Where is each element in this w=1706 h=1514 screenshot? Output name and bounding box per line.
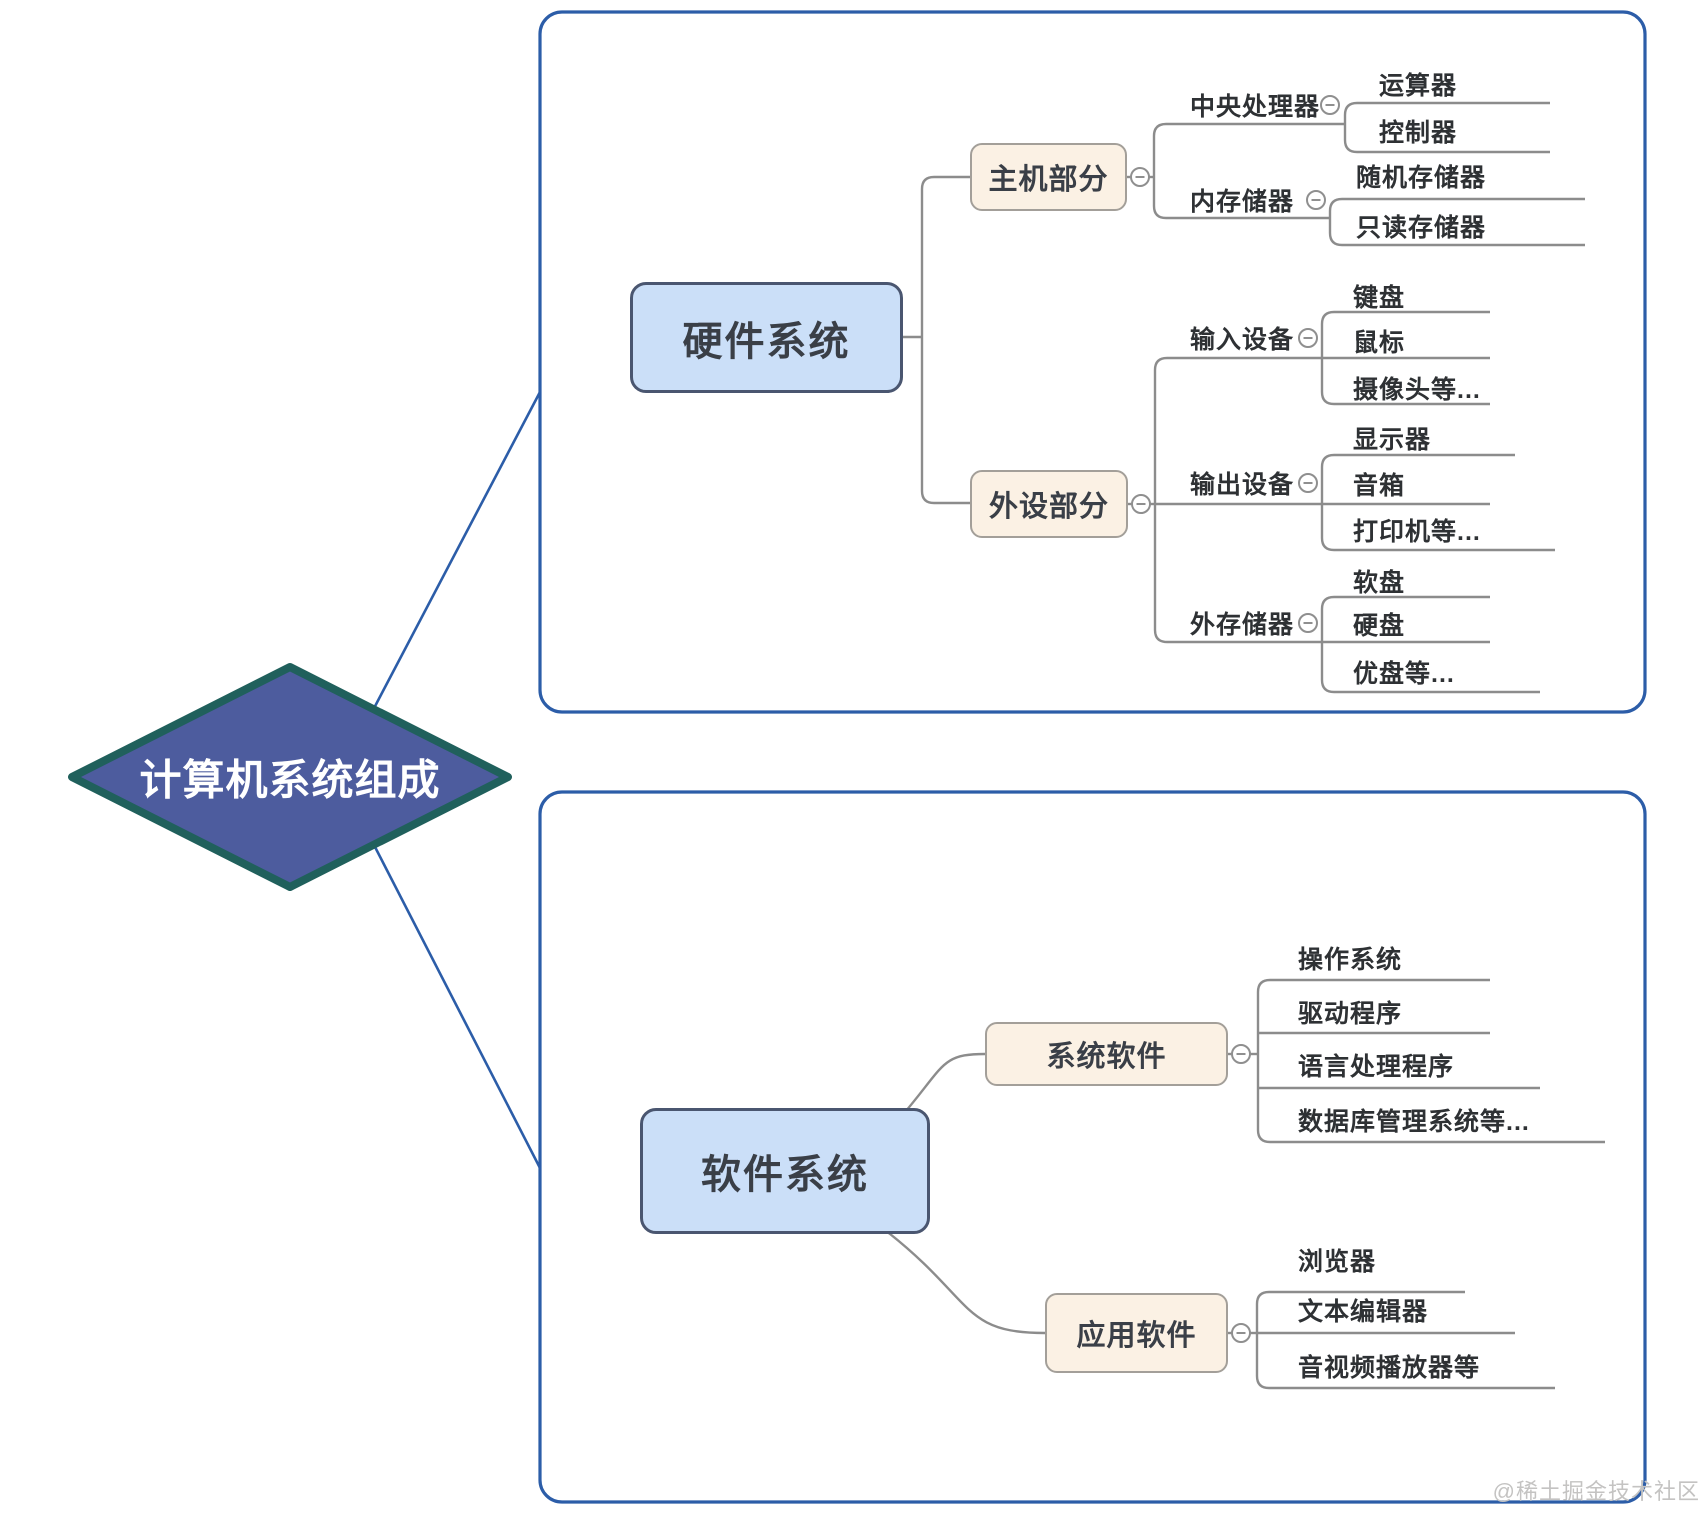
connector-line [1153,356,1168,644]
connector-line [884,1229,1046,1335]
watermark: @稀土掘金技术社区 [1492,1479,1700,1504]
connector-line [1256,978,1271,1144]
software-frame[interactable] [538,790,1647,1504]
connector-line [1152,122,1167,220]
root-branch-line-hardware [370,391,542,713]
connector-line [1343,101,1358,154]
connector-line [1255,1290,1270,1390]
connector-line [899,1052,986,1119]
connector-line [1320,595,1335,694]
connector-line [1320,453,1335,552]
connector-line [920,175,935,505]
hardware-frame[interactable] [538,10,1647,714]
root-branch-line-software [372,844,542,1169]
root-node[interactable] [68,663,512,891]
connector-line [1328,197,1343,247]
